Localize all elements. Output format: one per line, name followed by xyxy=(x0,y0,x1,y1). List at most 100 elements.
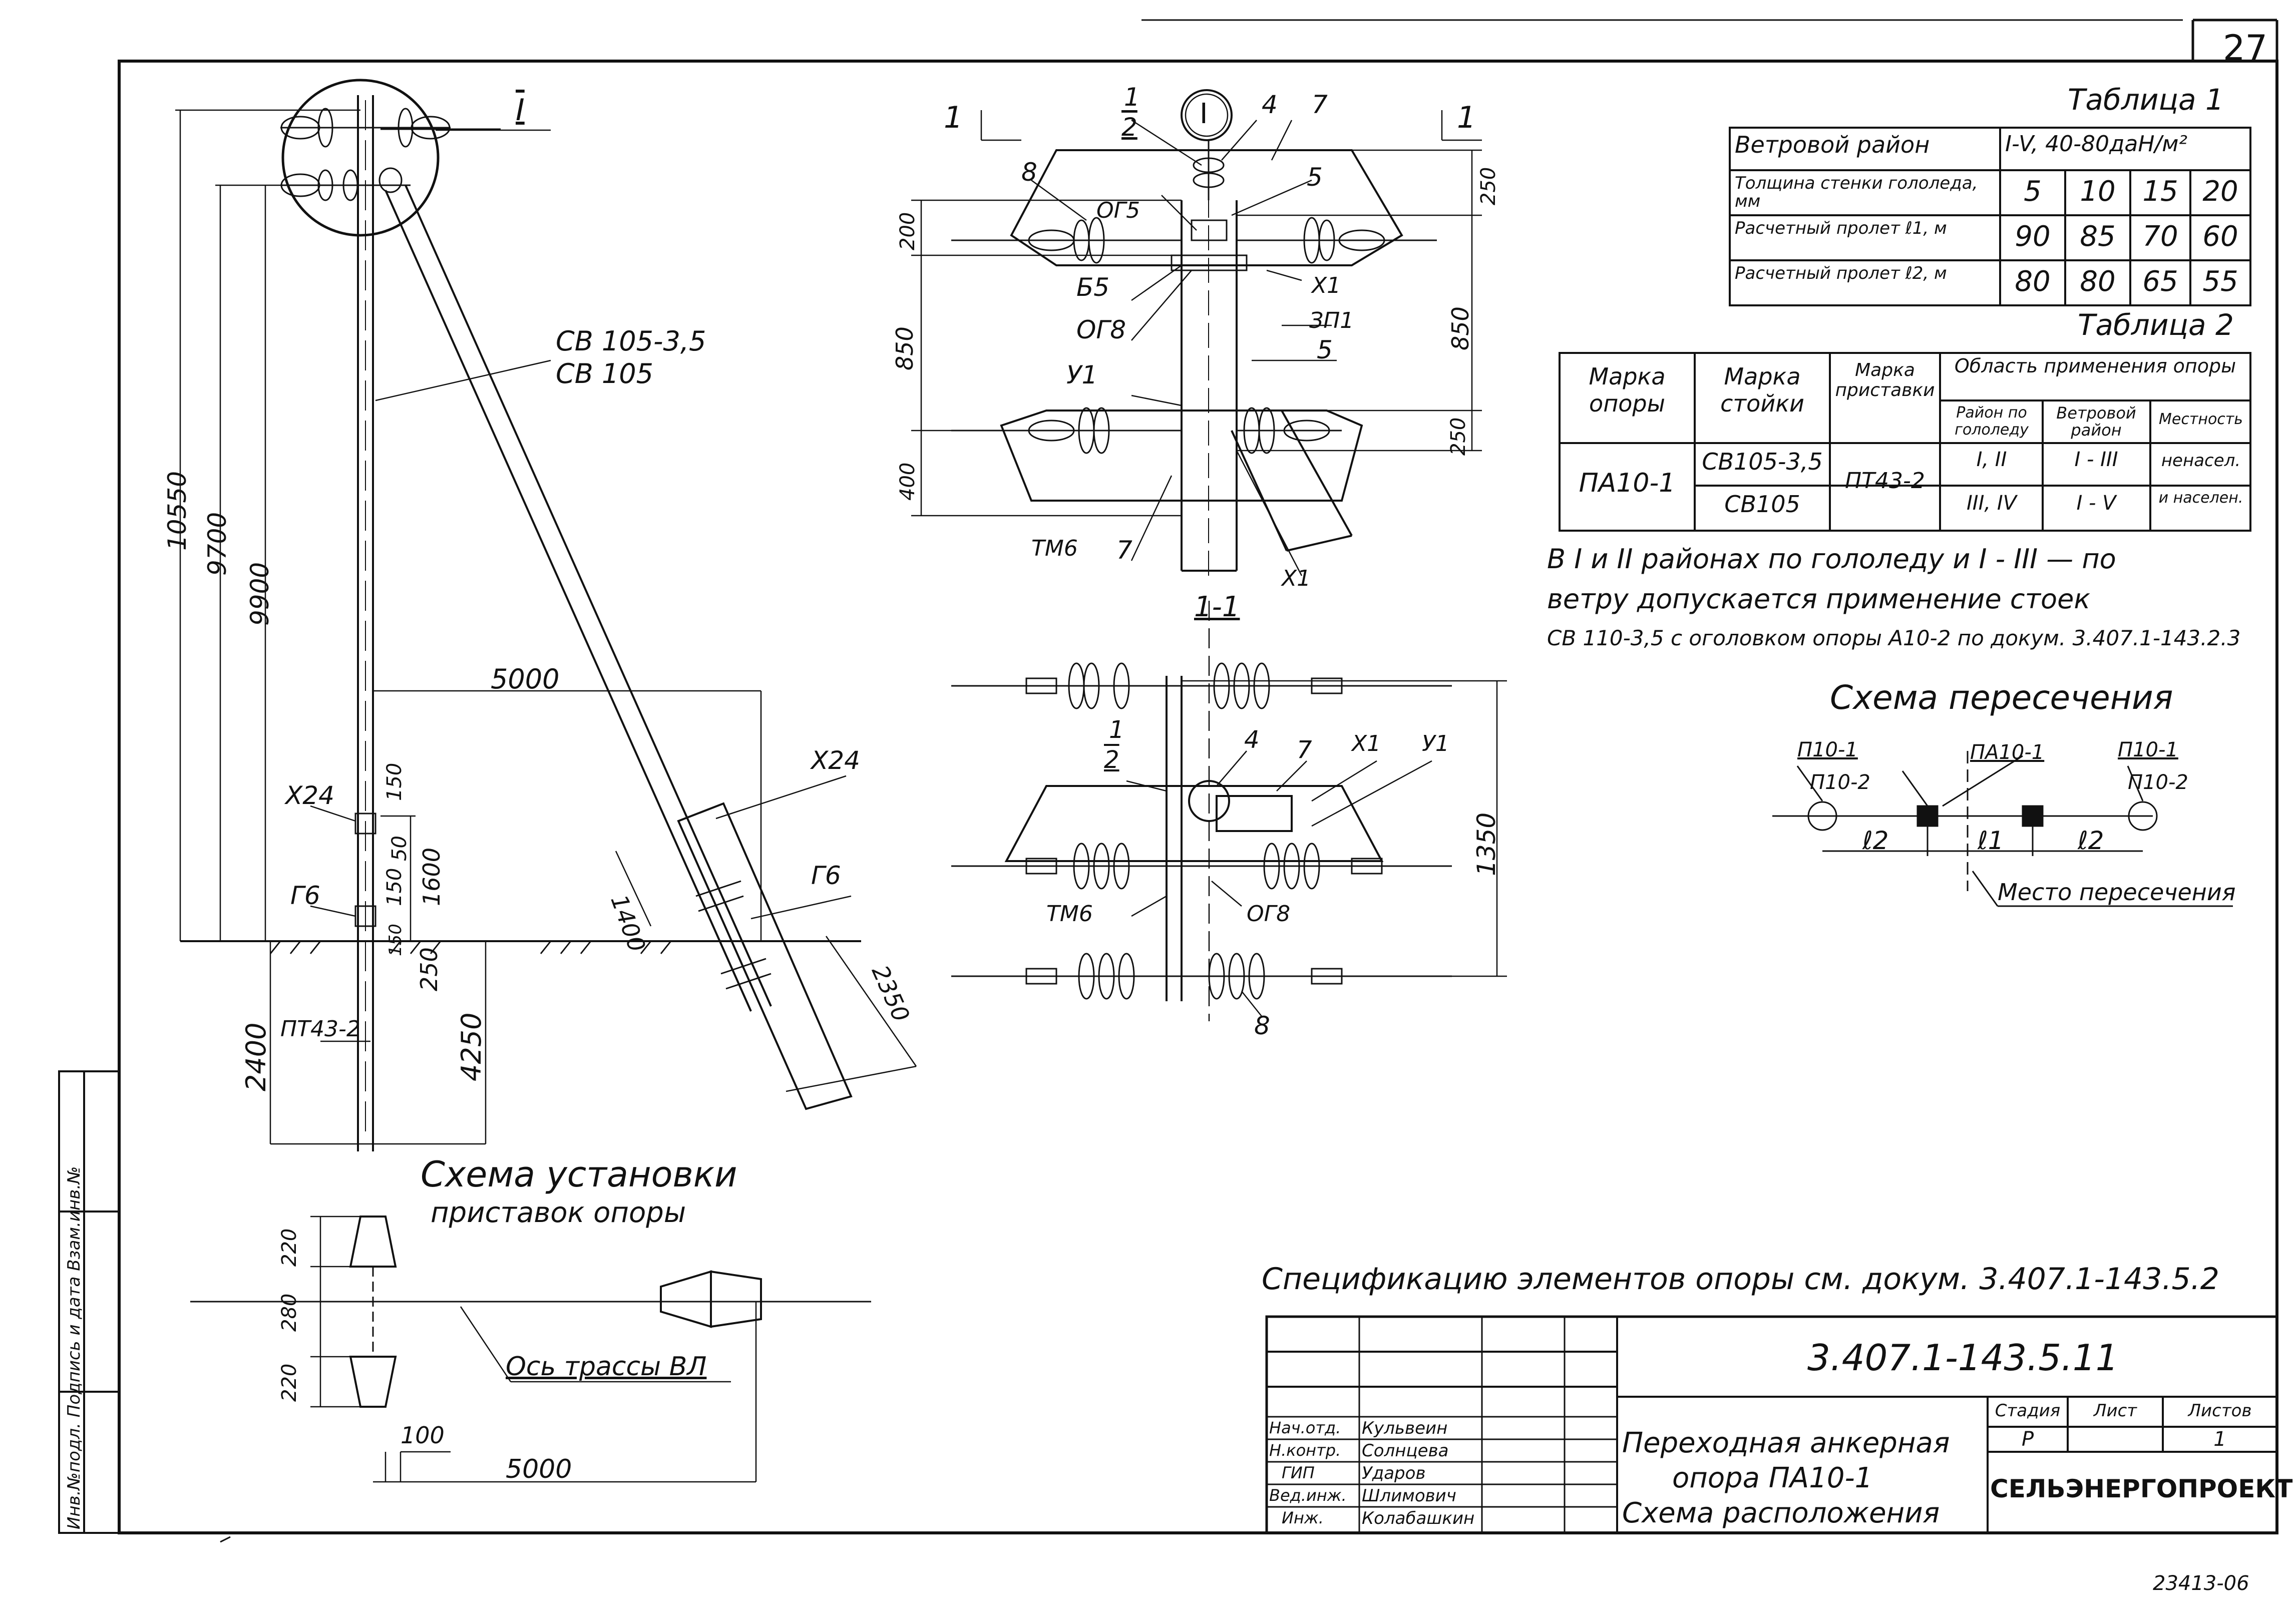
table2-sub1: Ветровой район xyxy=(2056,404,2136,440)
spec-note: Спецификацию элементов опоры см. докум. … xyxy=(1262,1262,2219,1297)
section-11-title: 1-1 xyxy=(1194,591,1240,623)
detail-tm6: ТМ6 xyxy=(1031,536,1078,561)
table2-sub0: Район по гололеду xyxy=(1955,404,2029,439)
detail-dim-850b: 850 xyxy=(1447,306,1474,350)
table2-h1: Марка стойки xyxy=(1720,363,1804,417)
table1-row3-label: Расчетный пролет ℓ2, м xyxy=(1735,263,1947,283)
crossing-right-bottom: П10-2 xyxy=(2128,771,2188,794)
table2-attachment: ПТ43-2 xyxy=(1845,468,1925,494)
archive-number: 23413-06 xyxy=(2153,1572,2249,1595)
install-dim-280: 280 xyxy=(278,1293,301,1332)
detail-zp1: ЗП1 xyxy=(1309,308,1354,333)
section-l7: 7 xyxy=(1297,736,1312,764)
table2-r0-ice: I, II xyxy=(1976,448,2007,471)
table1-r3-c0: 80 xyxy=(2015,265,2051,298)
detail-dim-850a: 850 xyxy=(891,326,918,370)
section-l8: 8 xyxy=(1254,1011,1270,1040)
install-dim-100: 100 xyxy=(401,1422,445,1449)
crossing-left-top: П10-1 xyxy=(1797,738,1858,761)
crossing-title: Схема пересечения xyxy=(1830,678,2173,717)
install-title-1: Схема установки xyxy=(421,1154,737,1195)
x24-right-label: Х24 xyxy=(811,746,860,775)
section-og8: ОГ8 xyxy=(1247,901,1291,927)
section-mark-left: 1 xyxy=(944,100,963,135)
table1-r2-c3: 60 xyxy=(2202,220,2238,253)
install-dim-220a: 220 xyxy=(278,1228,301,1267)
stage-header: Стадия xyxy=(1995,1401,2061,1421)
install-dim-220b: 220 xyxy=(278,1363,301,1402)
table2-h0: Марка опоры xyxy=(1589,363,1666,417)
name-1: Солнцева xyxy=(1362,1441,1449,1461)
table2-h3: Область применения опоры xyxy=(1954,355,2236,377)
table1-r3-c1: 80 xyxy=(2080,265,2116,298)
name-2: Ударов xyxy=(1362,1463,1426,1483)
sheet-number: 27 xyxy=(2223,28,2268,69)
detail-og8: ОГ8 xyxy=(1076,315,1126,344)
title-line-3: Схема расположения xyxy=(1622,1497,1940,1529)
title-line-1: Переходная анкерная xyxy=(1622,1427,1950,1459)
detail-dim-400: 400 xyxy=(896,462,919,501)
table2-r1-ice: III, IV xyxy=(1967,492,2017,515)
table1-r1-c1: 10 xyxy=(2080,175,2116,208)
table2-r1-wind: I - V xyxy=(2076,492,2116,515)
name-4: Колабашкин xyxy=(1362,1508,1475,1528)
name-3: Шлимович xyxy=(1362,1486,1456,1506)
detail-dim-250b: 250 xyxy=(1447,417,1470,456)
dim-9900: 9900 xyxy=(245,562,274,626)
post-label-2: СВ 105 xyxy=(556,358,653,389)
table1-r2-c1: 85 xyxy=(2080,220,2116,253)
detail-dim-200: 200 xyxy=(896,212,919,250)
dim-10550: 10550 xyxy=(163,471,192,551)
role-1: Н.контр. xyxy=(1269,1441,1341,1460)
dim-5000-elev: 5000 xyxy=(491,663,560,695)
table2-r0-area: ненасел. xyxy=(2161,451,2241,471)
table2-title: Таблица 2 xyxy=(2078,308,2234,342)
role-3: Вед.инж. xyxy=(1269,1486,1347,1505)
crossing-l2-right: ℓ2 xyxy=(2078,826,2104,855)
table2-h2: Марка приставки xyxy=(1835,360,1935,400)
callout-I-label: I xyxy=(516,93,525,128)
detail-og5: ОГ5 xyxy=(1096,198,1140,223)
table1-row1-label: Толщина стенки гололеда, мм xyxy=(1735,173,1978,211)
table1-row0-label: Ветровой район xyxy=(1735,131,1930,158)
detail-l4: 4 xyxy=(1262,90,1278,119)
detail-l5a: 5 xyxy=(1307,163,1323,192)
detail-dim-250a: 250 xyxy=(1477,167,1500,205)
section-tm6: ТМ6 xyxy=(1046,901,1093,927)
table2-r1-post: СВ105 xyxy=(1724,491,1800,518)
pt-label: ПТ43-2 xyxy=(280,1016,360,1042)
dim-1600: 1600 xyxy=(418,847,445,906)
table2-note-2: ветру допускается применение стоек xyxy=(1547,583,2090,615)
org-name: СЕЛЬЭНЕРГОПРОЕКТ xyxy=(1990,1474,2293,1503)
detail-x1a: Х1 xyxy=(1312,273,1341,298)
table1-row2-label: Расчетный пролет ℓ1, м xyxy=(1735,218,1947,238)
table2-note-3: СВ 110-3,5 с оголовком опоры А10-2 по до… xyxy=(1547,626,2241,650)
stage-value: Р xyxy=(2021,1428,2034,1451)
detail-y1: У1 xyxy=(1066,360,1098,389)
role-4: Инж. xyxy=(1282,1508,1324,1527)
table2-note-1: В I и II районах по гололеду и I - III —… xyxy=(1547,543,2116,575)
detail-circle-I: I xyxy=(1200,98,1208,130)
side-stamp: Инв.№подл. Подпись и дата Взам.инв.№ xyxy=(64,1166,84,1529)
dim-150c: 150 xyxy=(386,924,406,956)
section-l2: 2 xyxy=(1104,746,1119,774)
role-2: ГИП xyxy=(1282,1463,1315,1482)
table1-r3-c2: 65 xyxy=(2142,265,2178,298)
section-dim-1350: 1350 xyxy=(1472,812,1501,876)
crossing-right-top: П10-1 xyxy=(2118,738,2178,761)
crossing-place: Место пересечения xyxy=(1998,879,2236,906)
section-l1: 1 xyxy=(1109,716,1124,744)
g6-left-label: Г6 xyxy=(290,881,320,910)
dim-250: 250 xyxy=(416,947,443,991)
dim-50: 50 xyxy=(388,836,411,861)
table1-row0-value: I-V, 40-80даН/м² xyxy=(2005,131,2188,157)
dim-150b: 150 xyxy=(383,868,406,906)
table1-r1-c2: 15 xyxy=(2142,175,2178,208)
install-axis: Ось трассы ВЛ xyxy=(506,1352,707,1382)
table2-r0-wind: I - III xyxy=(2074,448,2118,471)
table1-r2-c2: 70 xyxy=(2142,220,2178,253)
detail-l5b: 5 xyxy=(1317,335,1333,364)
detail-l8: 8 xyxy=(1021,158,1037,187)
detail-l7b: 7 xyxy=(1116,536,1132,565)
